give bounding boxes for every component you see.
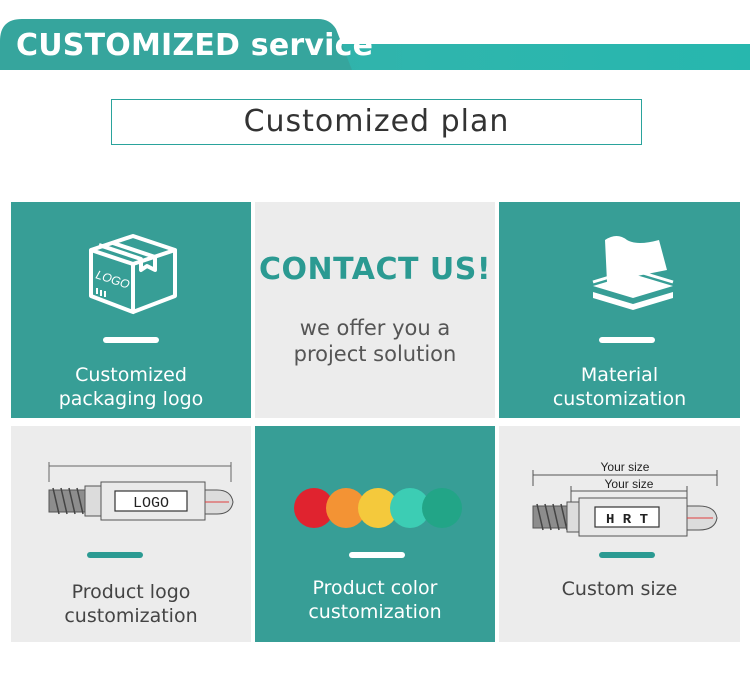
tile-caption-line2: customization — [64, 605, 198, 627]
tile-caption-line1: Custom size — [561, 578, 678, 600]
tile-divider-bar — [103, 337, 159, 343]
package-logo-text: LOGO — [94, 268, 131, 292]
header-title: CUSTOMIZED service — [16, 28, 374, 63]
tile-contact-us: CONTACT US! we offer you a project solut… — [255, 202, 495, 418]
package-box-icon: LOGO — [89, 234, 177, 314]
outer-size-label: Your size — [601, 460, 650, 474]
tile-caption-line1: Product logo — [71, 581, 191, 603]
material-layers-icon — [592, 236, 674, 310]
tile-custom-size: Your size Your size H R T Custom size — [499, 426, 740, 642]
tile-customized-packaging: LOGO Customized packaging logo — [11, 202, 251, 418]
contact-us-headline: CONTACT US! — [258, 252, 492, 287]
inner-size-label: Your size — [605, 477, 654, 491]
contact-offer-line1: we offer you a — [299, 316, 451, 340]
tile-divider-bar — [87, 552, 143, 558]
contact-offer-line2: project solution — [293, 342, 457, 366]
tile-divider-bar — [599, 552, 655, 558]
customized-plan-box: Customized plan — [111, 99, 642, 145]
tile-caption-line2: customization — [308, 601, 442, 623]
tile-product-color: Product color customization — [255, 426, 495, 642]
tile-caption-line1: Product color — [312, 577, 438, 599]
bolt-logo-illustration: LOGO — [48, 462, 234, 521]
header-banner-tab — [0, 19, 352, 70]
tile-caption-line2: customization — [552, 388, 687, 410]
color-swatch-row — [294, 488, 464, 528]
tile-product-logo: LOGO Product logo customization — [11, 426, 251, 642]
bolt-hrt-label: H R T — [606, 512, 648, 528]
tile-caption-line2: packaging logo — [58, 388, 204, 410]
color-swatch — [422, 488, 462, 528]
tile-divider-bar — [349, 552, 405, 558]
tile-caption-line1: Customized — [75, 364, 187, 386]
bolt-size-illustration: Your size Your size H R T — [532, 460, 718, 537]
bolt-logo-label: LOGO — [133, 495, 169, 512]
tile-divider-bar — [599, 337, 655, 343]
tile-material-customization: Material customization — [499, 202, 740, 418]
tile-caption-line1: Material — [580, 364, 659, 386]
customized-plan-label: Customized plan — [243, 104, 510, 139]
